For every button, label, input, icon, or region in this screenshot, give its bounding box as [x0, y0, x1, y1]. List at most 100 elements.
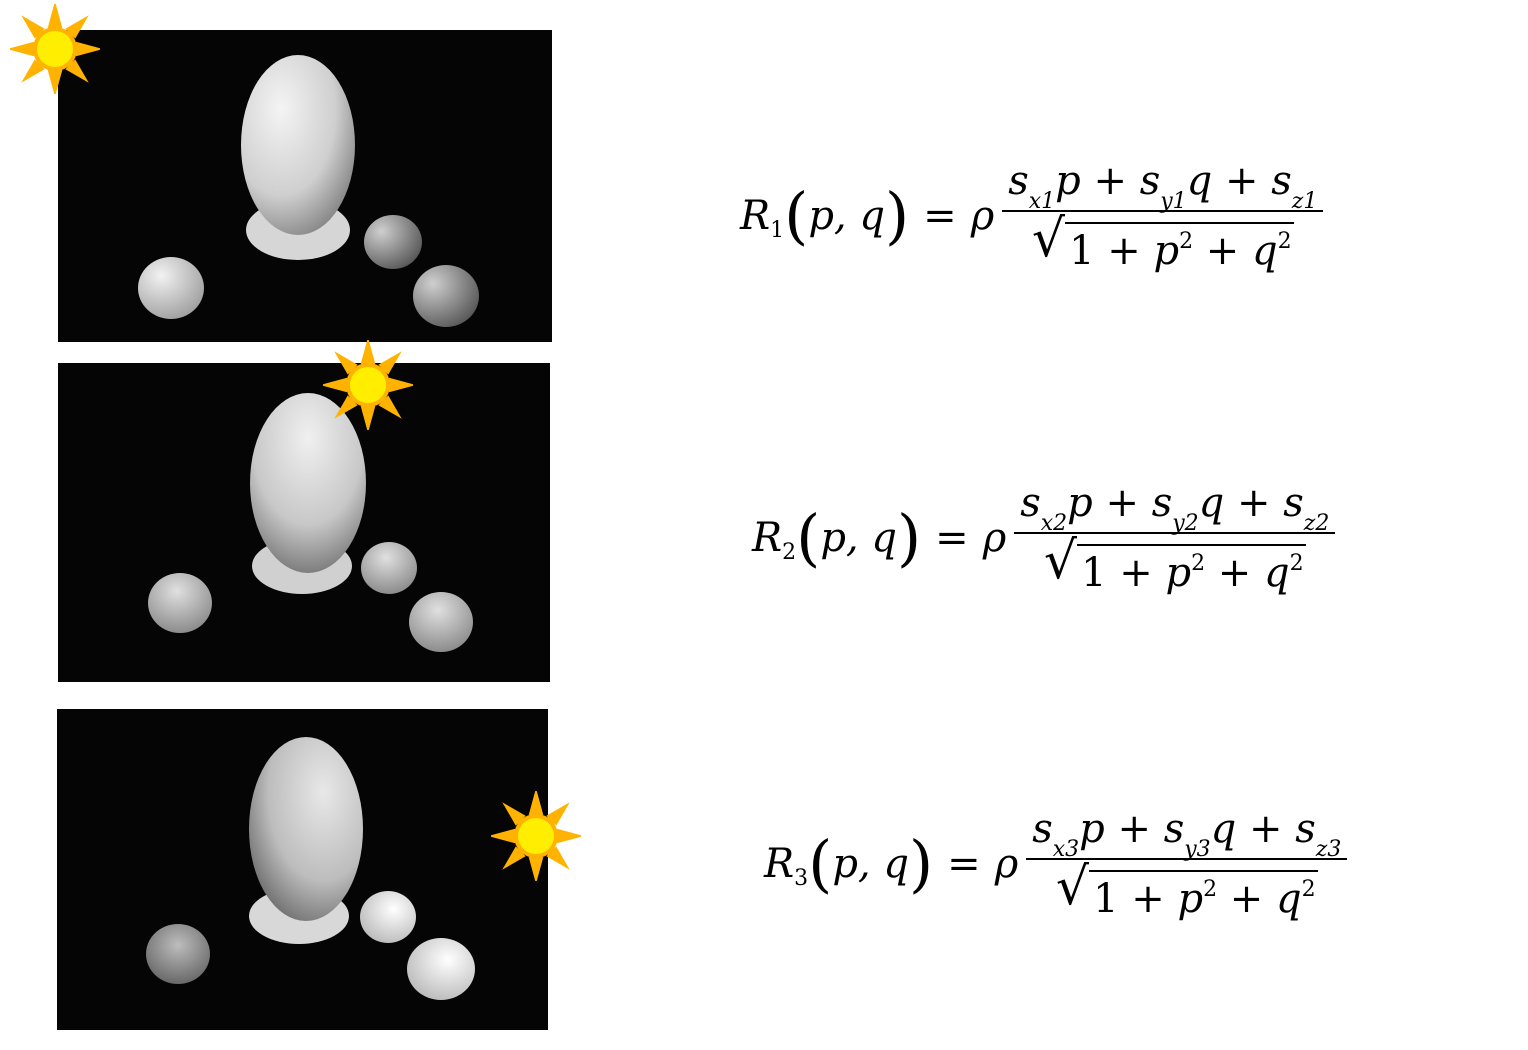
mannequin-scene-1	[58, 30, 552, 342]
mannequin-head	[250, 393, 366, 573]
plus: +	[1205, 228, 1240, 274]
p-exp: 2	[1179, 229, 1194, 254]
sun-icon	[10, 4, 100, 94]
sz: s	[1271, 158, 1292, 204]
one: 1	[1081, 550, 1107, 596]
sy: s	[1139, 158, 1161, 204]
mannequin-scene-2	[58, 363, 550, 682]
sy-sub: y2	[1172, 511, 1199, 536]
num-q: q	[1210, 806, 1237, 852]
mannequin-head	[249, 737, 363, 921]
ball	[146, 924, 210, 984]
q-exp: 2	[1277, 229, 1292, 254]
q-exp: 2	[1289, 551, 1304, 576]
eq-denominator: √ 1 + p2 + q2	[1044, 534, 1306, 596]
plus: +	[1217, 550, 1252, 596]
plus: +	[1105, 480, 1139, 526]
left-paren: (	[784, 179, 809, 252]
one: 1	[1069, 228, 1095, 274]
eq-denominator: √ 1 + p2 + q2	[1032, 212, 1294, 274]
ball	[361, 542, 417, 594]
eq-numerator: sx1p + sy1q + sz1	[1002, 158, 1323, 214]
eq-rho: ρ	[970, 193, 995, 239]
sz-sub: z2	[1303, 511, 1330, 536]
left-paren: (	[808, 827, 833, 900]
eq-fraction: sx2p + sy2q + sz2 √ 1 + p2 + q2	[1014, 480, 1336, 596]
sx-sub: x3	[1052, 837, 1080, 862]
ball	[407, 938, 475, 1000]
num-q: q	[1186, 158, 1213, 204]
eq-fraction: sx3p + sy3q + sz3 √ 1 + p2 + q2	[1026, 806, 1348, 922]
den-p: p	[1165, 550, 1192, 596]
sqrt-body: 1 + p2 + q2	[1065, 222, 1294, 274]
sx-sub: x1	[1028, 189, 1056, 214]
eq-equals: =	[923, 193, 957, 239]
eq-rho: ρ	[982, 515, 1007, 561]
den-q: q	[1276, 876, 1302, 922]
mannequin-scene-3	[57, 709, 548, 1030]
ball	[409, 592, 473, 652]
sx: s	[1008, 158, 1029, 204]
plus: +	[1237, 480, 1271, 526]
eq-lhs-symbol: R	[752, 515, 783, 561]
eq-index: 1	[770, 217, 785, 243]
num-p: p	[1055, 158, 1081, 204]
den-q: q	[1252, 228, 1278, 274]
den-p: p	[1177, 876, 1204, 922]
photo-panel-1	[58, 30, 552, 342]
num-p: p	[1067, 480, 1093, 526]
sz-sub: z1	[1291, 189, 1318, 214]
p-exp: 2	[1191, 551, 1206, 576]
ball	[364, 215, 422, 269]
plus: +	[1107, 228, 1141, 274]
sqrt-body: 1 + p2 + q2	[1077, 544, 1306, 596]
eq-lhs-symbol: R	[740, 193, 771, 239]
eq-numerator: sx2p + sy2q + sz2	[1014, 480, 1335, 536]
right-paren: )	[884, 179, 910, 252]
sqrt-sign: √	[1031, 209, 1066, 269]
plus: +	[1229, 876, 1264, 922]
fraction-bar	[1026, 858, 1348, 860]
sz-sub: z3	[1315, 837, 1342, 862]
one: 1	[1093, 876, 1119, 922]
ball	[138, 257, 204, 319]
sqrt-sign: √	[1043, 531, 1078, 591]
eq-args: p, q	[808, 193, 885, 239]
ball	[360, 891, 416, 943]
photo-panel-2	[58, 363, 550, 682]
eq-index: 3	[794, 865, 809, 891]
eq-denominator: √ 1 + p2 + q2	[1056, 860, 1318, 922]
sz: s	[1295, 806, 1316, 852]
ball	[148, 573, 212, 633]
right-paren: )	[908, 827, 934, 900]
num-q: q	[1198, 480, 1225, 526]
right-paren: )	[896, 501, 922, 574]
eq-args: p, q	[820, 515, 897, 561]
num-p: p	[1079, 806, 1105, 852]
den-p: p	[1153, 228, 1180, 274]
sx: s	[1032, 806, 1053, 852]
sy-sub: y3	[1184, 837, 1211, 862]
den-q: q	[1264, 550, 1290, 596]
sy: s	[1151, 480, 1173, 526]
eq-equals: =	[947, 841, 981, 887]
sx: s	[1020, 480, 1041, 526]
photo-panel-3	[57, 709, 548, 1030]
plus: +	[1225, 158, 1259, 204]
eq-rho: ρ	[994, 841, 1019, 887]
fraction-bar	[1014, 532, 1336, 534]
sqrt-body: 1 + p2 + q2	[1089, 870, 1318, 922]
eq-fraction: sx1p + sy1q + sz1 √ 1 + p2 + q2	[1002, 158, 1324, 274]
plus: +	[1117, 806, 1151, 852]
eq-index: 2	[782, 539, 797, 565]
sz: s	[1283, 480, 1304, 526]
ball	[413, 265, 479, 327]
eq-numerator: sx3p + sy3q + sz3	[1026, 806, 1347, 862]
mannequin-head	[241, 55, 355, 235]
plus: +	[1131, 876, 1165, 922]
eq-args: p, q	[832, 841, 909, 887]
p-exp: 2	[1203, 877, 1218, 902]
